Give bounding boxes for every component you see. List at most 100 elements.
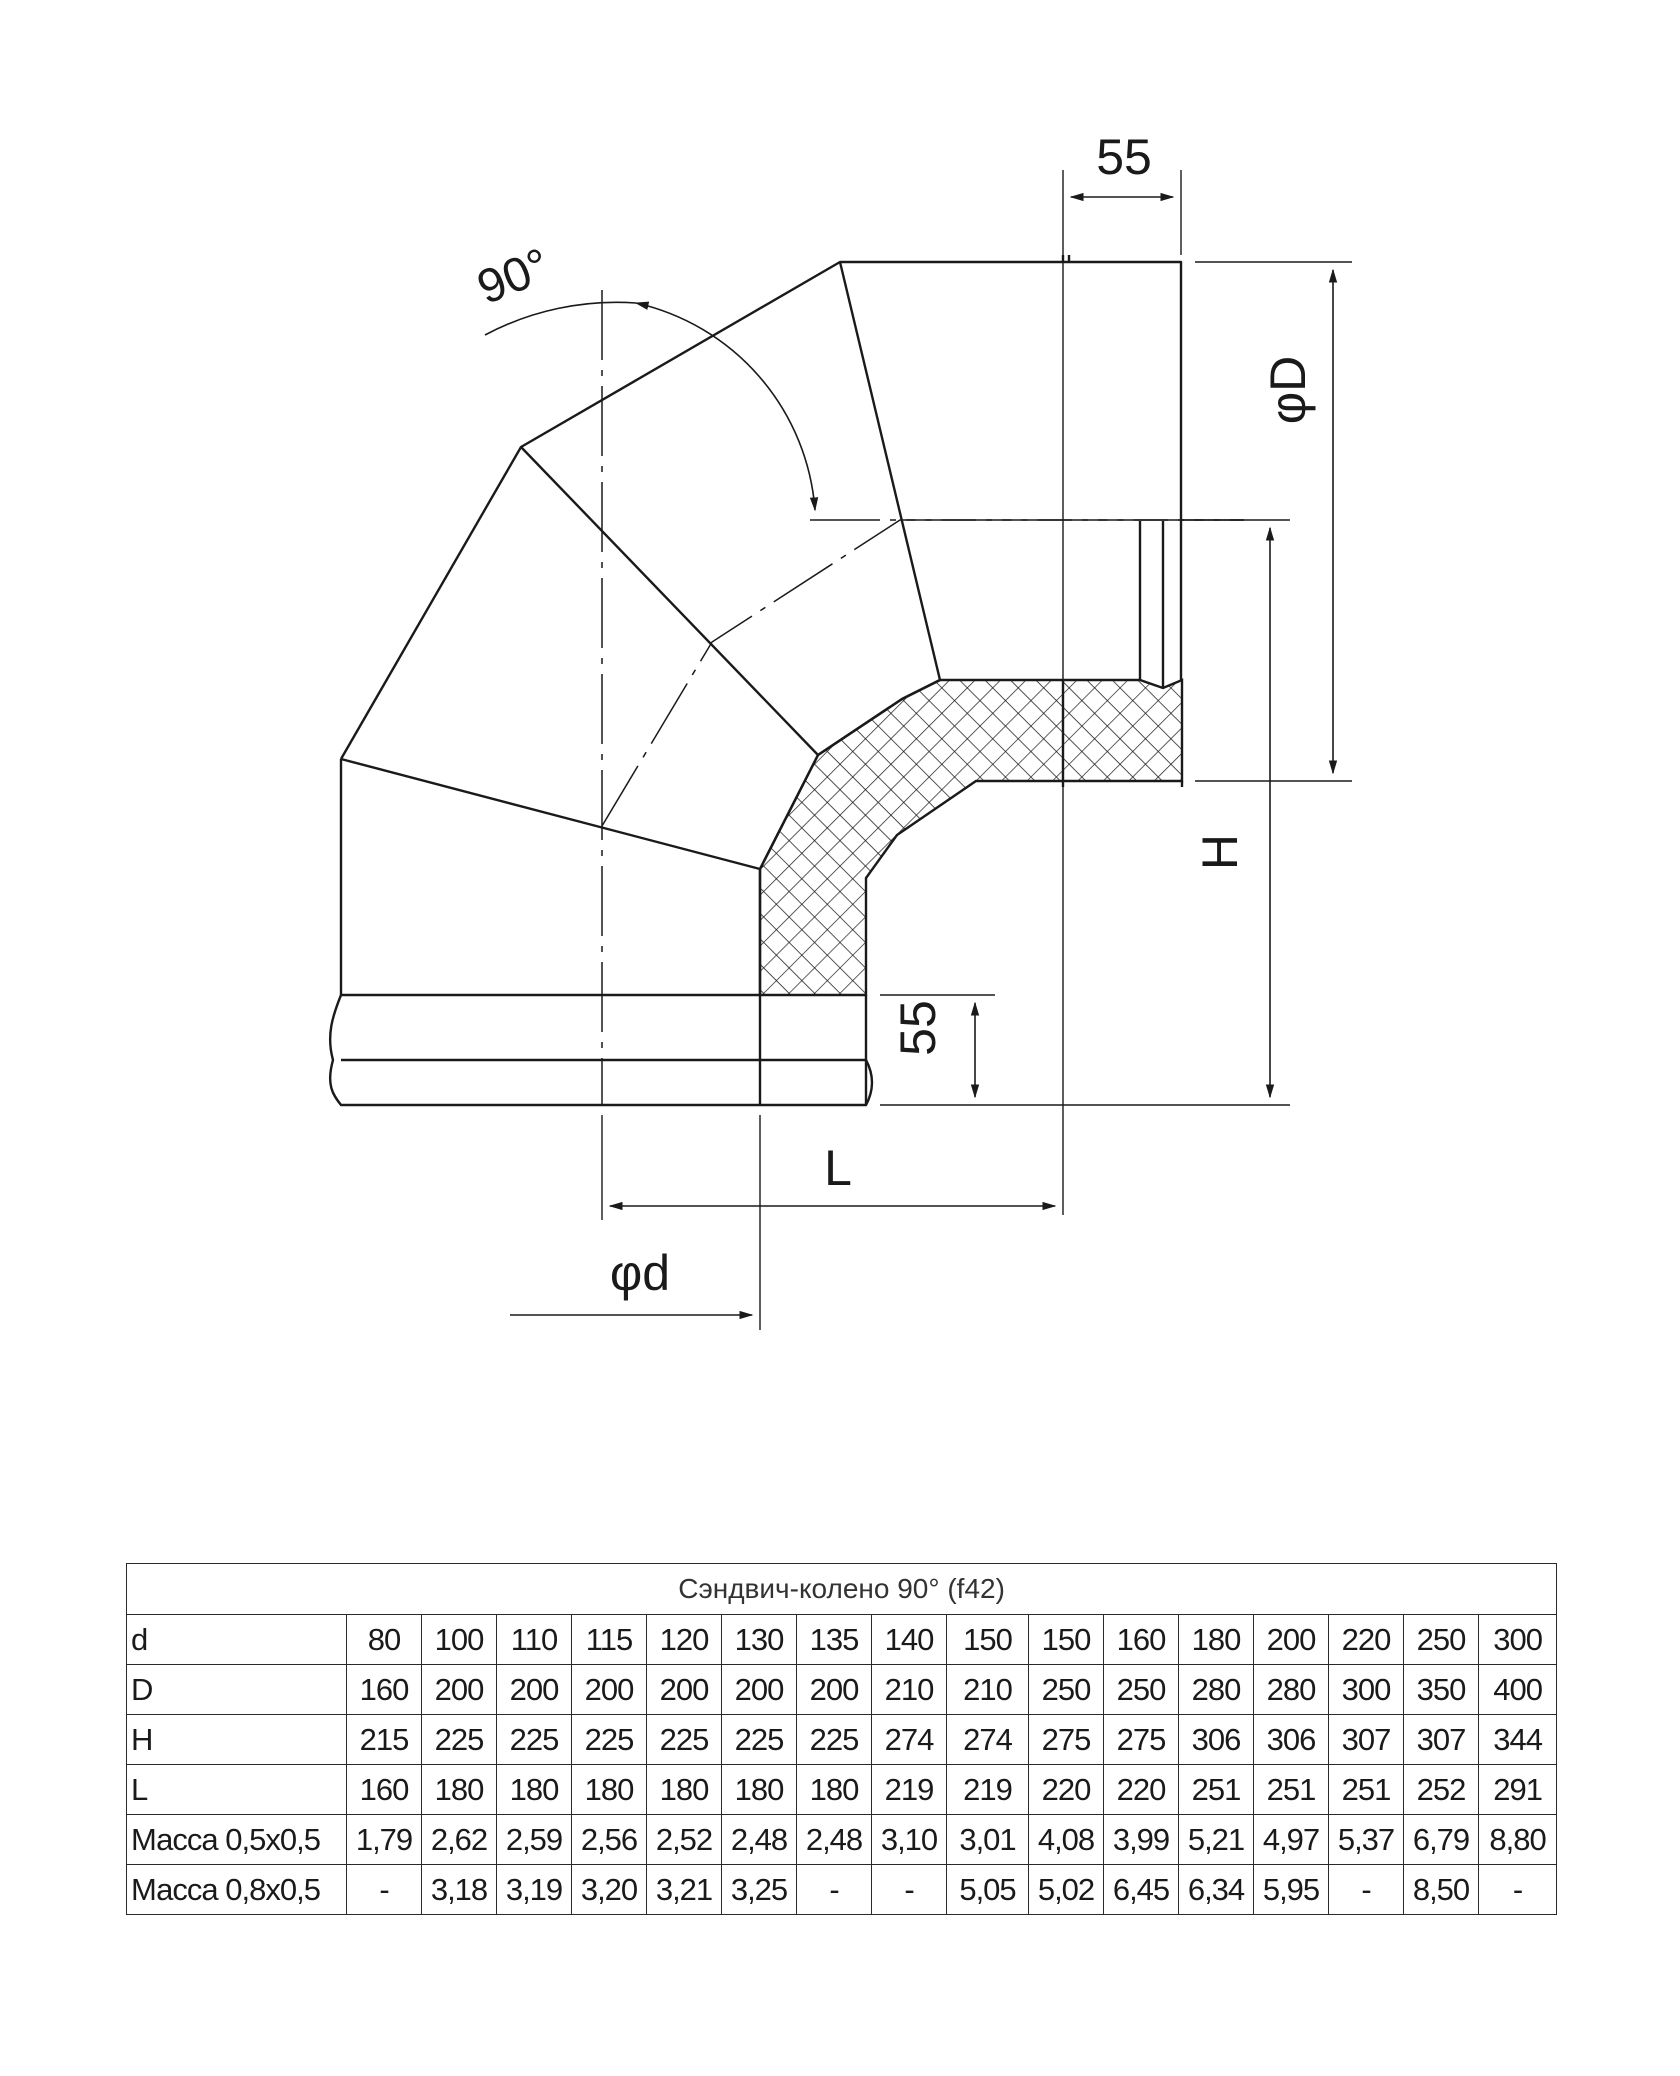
table-cell: 150 <box>946 1614 1029 1665</box>
center-lines <box>601 290 1244 1105</box>
table-cell: - <box>871 1864 947 1915</box>
table-cell: 275 <box>1028 1714 1104 1765</box>
table-cell: 1,79 <box>346 1814 422 1865</box>
table-cell: 3,18 <box>421 1864 497 1915</box>
table-cell: 200 <box>646 1664 722 1715</box>
table-cell: 300 <box>1328 1664 1404 1715</box>
dim-top-55: 55 <box>1096 129 1152 185</box>
table-cell: 210 <box>871 1664 947 1715</box>
table-cell: 6,45 <box>1103 1864 1179 1915</box>
table-cell: 3,25 <box>721 1864 797 1915</box>
table-cell: 5,05 <box>946 1864 1029 1915</box>
table-cell: 219 <box>871 1764 947 1815</box>
table-cell: 2,56 <box>571 1814 647 1865</box>
table-cell: 225 <box>421 1714 497 1765</box>
row-label: L <box>126 1764 347 1815</box>
table-cell: 4,97 <box>1253 1814 1329 1865</box>
table-cell: 120 <box>646 1614 722 1665</box>
table-cell: 100 <box>421 1614 497 1665</box>
table-cell: 5,95 <box>1253 1864 1329 1915</box>
table-cell: 3,99 <box>1103 1814 1179 1865</box>
row-label: Масса 0,8х0,5 <box>126 1864 347 1915</box>
table-cell: 4,08 <box>1028 1814 1104 1865</box>
table-cell: 220 <box>1103 1764 1179 1815</box>
table-cell: 3,01 <box>946 1814 1029 1865</box>
table-title: Сэндвич-колено 90° (f42) <box>125 1563 1558 1615</box>
table-cell: 180 <box>721 1764 797 1815</box>
dim-height-H: H <box>1192 834 1248 870</box>
table-cell: 180 <box>1178 1614 1254 1665</box>
row-label: Масса 0,5х0,5 <box>126 1814 347 1865</box>
insulation-section <box>758 678 1184 997</box>
table-cell: 5,02 <box>1028 1864 1104 1915</box>
table-cell: 8,50 <box>1403 1864 1479 1915</box>
table-cell: 5,21 <box>1178 1814 1254 1865</box>
extension-lines <box>601 170 1352 1330</box>
table-cell: 350 <box>1403 1664 1479 1715</box>
table-cell: - <box>796 1864 872 1915</box>
table-cell: 115 <box>571 1614 647 1665</box>
table-cell: 200 <box>1253 1614 1329 1665</box>
table-cell: 2,62 <box>421 1814 497 1865</box>
elbow-technical-drawing: 90° 55 φD H 55 L φd <box>328 129 1352 1330</box>
table-cell: 110 <box>496 1614 572 1665</box>
angle-label: 90° <box>470 239 557 315</box>
table-cell: 140 <box>871 1614 947 1665</box>
table-cell: 225 <box>796 1714 872 1765</box>
table-cell: 135 <box>796 1614 872 1665</box>
table-cell: 180 <box>796 1764 872 1815</box>
table-cell: 2,59 <box>496 1814 572 1865</box>
table-title-row: Сэндвич-колено 90° (f42) <box>125 1563 1558 1615</box>
dim-length-L: L <box>824 1140 852 1196</box>
table-cell: 180 <box>646 1764 722 1815</box>
dim-side-55: 55 <box>890 1000 946 1056</box>
table-cell: 344 <box>1477 1714 1558 1765</box>
table-cell: 219 <box>946 1764 1029 1815</box>
table-cell: 3,10 <box>871 1814 947 1865</box>
table-cell: 251 <box>1178 1764 1254 1815</box>
table-cell: 150 <box>1028 1614 1104 1665</box>
table-cell: 291 <box>1477 1764 1558 1815</box>
table-cell: 300 <box>1477 1614 1558 1665</box>
table-cell: 225 <box>496 1714 572 1765</box>
table-cell: 2,48 <box>721 1814 797 1865</box>
table-cell: - <box>1328 1864 1404 1915</box>
table-cell: - <box>1477 1864 1558 1915</box>
table-cell: 6,79 <box>1403 1814 1479 1865</box>
table-cell: 275 <box>1103 1714 1179 1765</box>
table-cell: 200 <box>796 1664 872 1715</box>
dim-diameter-d: φd <box>610 1245 670 1301</box>
table-cell: 130 <box>721 1614 797 1665</box>
table-cell: 6,34 <box>1178 1864 1254 1915</box>
table-cell: 280 <box>1253 1664 1329 1715</box>
table-cell: 225 <box>571 1714 647 1765</box>
table-cell: 220 <box>1328 1614 1404 1665</box>
table-cell: 200 <box>421 1664 497 1715</box>
table-cell: 3,21 <box>646 1864 722 1915</box>
table-cell: 5,37 <box>1328 1814 1404 1865</box>
table-cell: 250 <box>1028 1664 1104 1715</box>
row-label: d <box>126 1614 347 1665</box>
table-cell: 160 <box>1103 1614 1179 1665</box>
table-cell: 180 <box>571 1764 647 1815</box>
table-cell: 80 <box>346 1614 422 1665</box>
table-cell: 200 <box>721 1664 797 1715</box>
table-cell: 220 <box>1028 1764 1104 1815</box>
table-cell: 250 <box>1403 1614 1479 1665</box>
table-cell: 160 <box>346 1664 422 1715</box>
table-cell: 3,19 <box>496 1864 572 1915</box>
row-label: D <box>126 1664 347 1715</box>
table-cell: 280 <box>1178 1664 1254 1715</box>
dimension-lines <box>484 192 1338 1320</box>
table-cell: 160 <box>346 1764 422 1815</box>
table-cell: 200 <box>571 1664 647 1715</box>
table-cell: 274 <box>946 1714 1029 1765</box>
table-cell: - <box>346 1864 422 1915</box>
